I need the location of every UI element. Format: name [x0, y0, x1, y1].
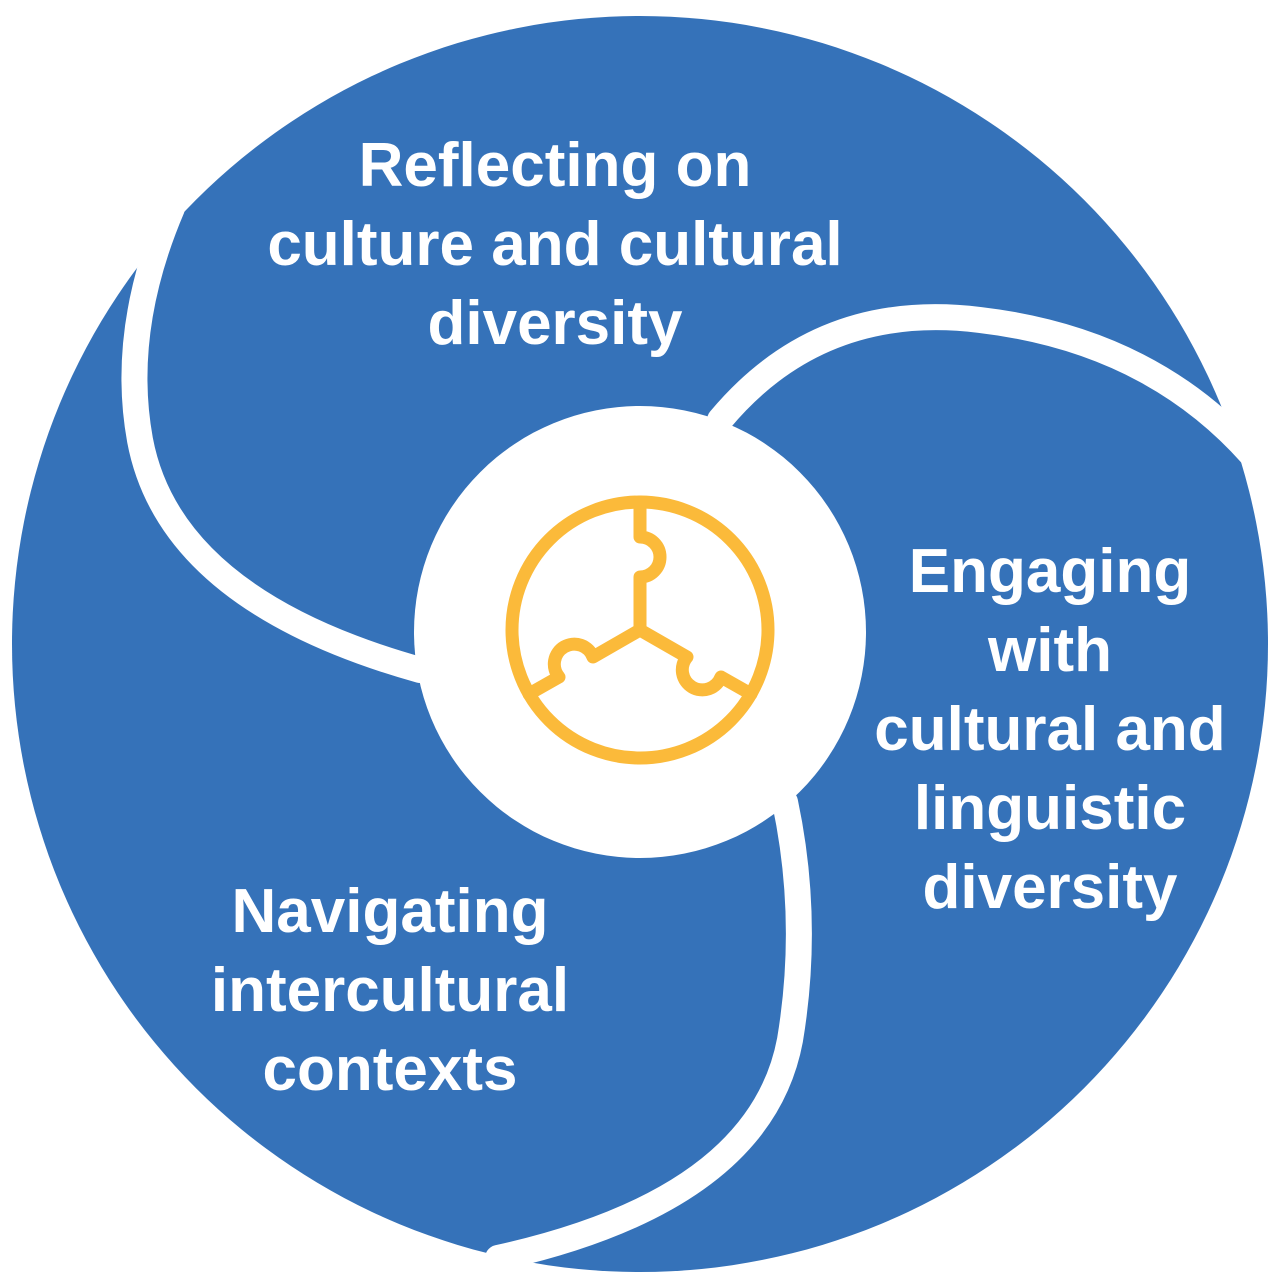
separator-swirl-left — [121, 195, 433, 683]
three-piece-puzzle-circle-icon — [505, 495, 775, 765]
puzzle-divider-right — [633, 623, 758, 701]
separator-swirl-right — [707, 304, 1265, 468]
separator-swirl-bottom — [485, 789, 812, 1271]
segment-label-engaging: Engaging with cultural and linguistic di… — [874, 537, 1226, 922]
segment-label-reflecting: Reflecting on culture and cultural diver… — [267, 131, 843, 358]
puzzle-divider-left — [522, 623, 647, 701]
puzzle-divider-top — [633, 495, 667, 637]
segment-label-navigating: Navigating intercultural contexts — [210, 877, 570, 1104]
